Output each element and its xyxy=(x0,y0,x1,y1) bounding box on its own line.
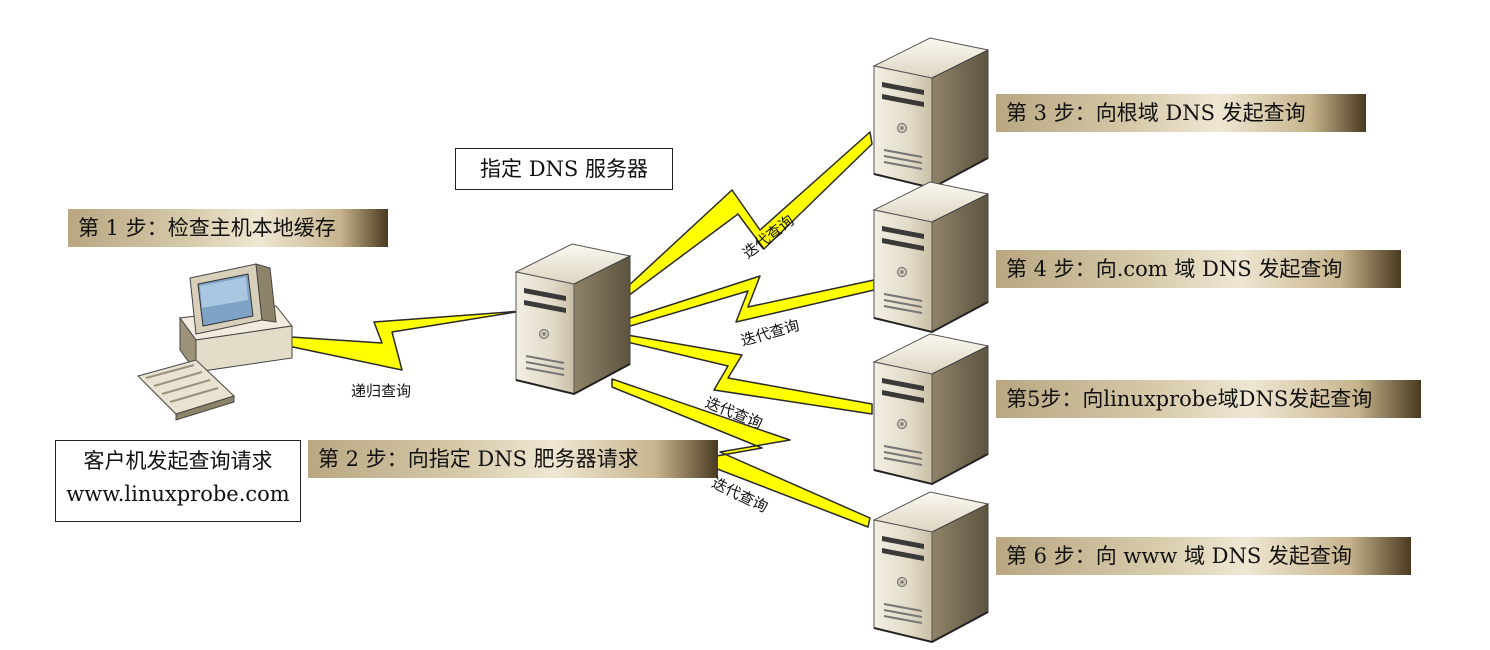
iterative-link-bolt-www xyxy=(611,378,871,528)
recursive-link-bolt xyxy=(287,310,523,371)
recursive-query-label: 递归查询 xyxy=(351,382,412,400)
step3-label: 第 3 步：向根域 DNS 发起查询 xyxy=(996,94,1366,132)
step5-label: 第5步：向linuxprobe域DNS发起查询 xyxy=(996,380,1421,418)
dns-server-designated xyxy=(515,243,631,395)
dns-server-www xyxy=(873,491,989,643)
dns-server-root xyxy=(873,37,989,189)
step2-label: 第 2 步：向指定 DNS 肥务器请求 xyxy=(308,440,718,478)
dns-server-linuxprobe xyxy=(873,333,989,485)
step6-label: 第 6 步：向 www 域 DNS 发起查询 xyxy=(996,537,1411,575)
iterative-link-bolt-root xyxy=(625,131,873,297)
client-caption: 客户机发起查询请求 www.linuxprobe.com xyxy=(55,440,301,522)
iterative-link-bolt-com xyxy=(626,275,875,328)
dns-server-com xyxy=(873,181,989,333)
client-caption-line1: 客户机发起查询请求 xyxy=(83,449,273,473)
client-caption-line2: www.linuxprobe.com xyxy=(66,482,290,506)
step1-label: 第 1 步：检查主机本地缓存 xyxy=(68,209,388,247)
dns-server-caption: 指定 DNS 服务器 xyxy=(455,148,673,190)
client-computer xyxy=(137,263,293,421)
iterative-link-bolt-linuxprobe xyxy=(626,334,873,415)
step4-label: 第 4 步：向.com 域 DNS 发起查询 xyxy=(996,250,1401,288)
